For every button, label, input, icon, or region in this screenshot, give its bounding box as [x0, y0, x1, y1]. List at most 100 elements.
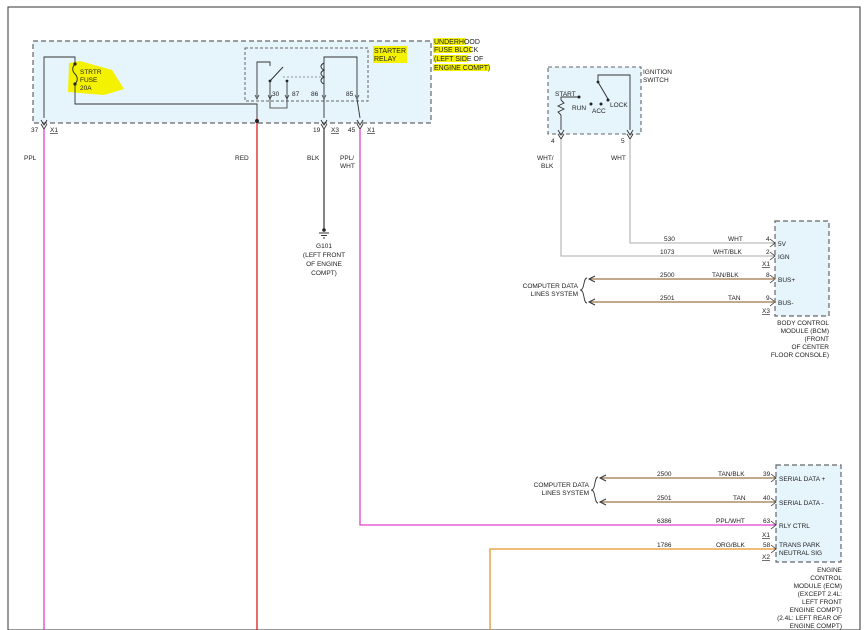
ecm-title-4: (EXCEPT 2.4L: — [798, 591, 843, 598]
pin-45: 45 — [348, 127, 356, 134]
fuse-label-1: STRTR — [80, 69, 102, 76]
ign-run: RUN — [572, 105, 586, 112]
relay-jumper — [269, 97, 288, 109]
ign-start: START — [555, 91, 576, 98]
wire-wht — [629, 139, 765, 244]
bcm-data-lines-2: LINES SYSTEM — [531, 291, 578, 298]
ign-contact-start — [577, 95, 581, 99]
bcm-pin-9: 9 — [766, 295, 770, 302]
wire-label-ppl: PPL — [24, 155, 37, 162]
bcm-title-5: FLOOR CONSOLE) — [771, 352, 829, 359]
relay-contact — [269, 66, 284, 82]
relay-pin-85: 85 — [346, 91, 354, 98]
ecm-signal-serial-minus: SERIAL DATA - — [779, 500, 824, 507]
relay-label-2: RELAY — [374, 56, 397, 63]
highlight — [433, 38, 466, 45]
ignition-title-1: IGNITION — [643, 69, 672, 76]
pin-37: 37 — [31, 127, 39, 134]
fuse-terminal — [73, 62, 77, 66]
relay-coil — [320, 62, 326, 85]
bcm-pin-2: 2 — [766, 249, 770, 256]
relay-pin-30: 30 — [272, 91, 280, 98]
splice-dot — [255, 119, 259, 123]
ecm-data-lines-2: LINES SYSTEM — [542, 490, 589, 497]
ecm-circuit-1786: 1786 — [657, 542, 672, 549]
bcm-circuit-2501: 2501 — [660, 295, 675, 302]
ecm-circuit-6386: 6386 — [657, 518, 672, 525]
wire-label-blk: BLK — [307, 155, 320, 162]
fuse-block-connectors — [40, 119, 364, 130]
ecm-circuit-2500: 2500 — [657, 471, 672, 478]
ecm-pin-39: 39 — [763, 471, 771, 478]
relay-85-wire — [356, 98, 361, 119]
ign-wire-wht: WHT — [611, 155, 626, 162]
fuse-element — [72, 63, 78, 85]
relay-pin-87: 87 — [292, 91, 300, 98]
ecm-title-7: (2.4L: LEFT REAR OF — [777, 615, 842, 622]
ecm-title-1: ENGINE — [817, 567, 843, 574]
ign-pin-5: 5 — [621, 138, 625, 145]
ecm-color-tan: TAN — [733, 495, 746, 502]
brace-icon — [579, 277, 588, 304]
arrow-icon — [598, 498, 607, 506]
ecm-pin-40: 40 — [763, 495, 771, 502]
ground-label-1: G101 — [316, 243, 332, 250]
ecm-signal-serial-plus: SERIAL DATA + — [779, 476, 826, 483]
ground-label-4: COMPT) — [311, 270, 337, 277]
ign-wire-whtblk-1: WHT/ — [537, 155, 554, 162]
ign-contact-lock — [606, 98, 610, 102]
bcm-circuit-530: 530 — [664, 236, 675, 243]
fuse-wire-out — [74, 84, 258, 118]
bcm-title-2: MODULE (BCM) — [781, 328, 829, 335]
ecm-circuit-2501: 2501 — [657, 495, 672, 502]
bcm-title-1: BODY CONTROL — [777, 320, 829, 327]
ground-icon — [319, 228, 329, 239]
brace-icon — [590, 476, 599, 504]
bcm-conn-x3: X3 — [762, 308, 770, 315]
ecm-title-2: CONTROL — [810, 575, 842, 582]
ecm-signal-rly-ctrl: RLY CTRL — [779, 523, 810, 530]
bcm-circuit-1073: 1073 — [660, 249, 675, 256]
ign-wire — [597, 74, 631, 130]
starter-relay — [244, 47, 369, 102]
bcm-signal-5v: 5V — [778, 241, 787, 248]
ecm-connectors — [770, 473, 777, 554]
fuse-label-3: 20A — [80, 85, 92, 92]
ground-label-3: OF ENGINE — [306, 261, 342, 268]
highlight — [433, 55, 467, 62]
ecm-title-3: MODULE (ECM) — [794, 583, 842, 590]
fuse-terminal — [73, 82, 77, 86]
fuse-label-2: FUSE — [80, 77, 98, 84]
highlight — [433, 64, 489, 71]
ign-wire — [560, 96, 579, 100]
ecm-signal-trans-park: TRANS PARK — [779, 542, 821, 549]
wire-label-ppl-wht-1: PPL/ — [340, 155, 354, 162]
relay-label-1: STARTER — [374, 48, 406, 55]
ecm-color-pplwht: PPL/WHT — [716, 518, 745, 525]
bcm-pin-8: 8 — [766, 272, 770, 279]
conn-x3: X3 — [331, 127, 339, 134]
fuse-block-title-1: UNDERHOOD — [434, 39, 480, 46]
conn-x1: X1 — [50, 127, 58, 134]
bcm-conn-x1: X1 — [762, 261, 770, 268]
ecm-conn-x1: X1 — [762, 532, 770, 539]
bcm-pin-4: 4 — [766, 236, 770, 243]
fuse-wire-in — [43, 56, 76, 118]
bcm-title-3: (FRONT — [804, 336, 829, 343]
bcm-circuit-2500: 2500 — [660, 272, 675, 279]
bcm-color-wht: WHT — [728, 236, 743, 243]
pin-19: 19 — [313, 127, 321, 134]
ground-label-2: (LEFT FRONT — [303, 252, 345, 259]
ecm-signal-neutral: NEUTRAL SIG — [779, 550, 822, 557]
ign-contact-run — [589, 102, 593, 106]
bcm-title-4: OF CENTER — [791, 344, 829, 351]
bcm-connectors — [769, 238, 776, 307]
arrow-icon — [587, 275, 596, 283]
bcm-signal-busm: BUS- — [778, 300, 794, 307]
bcm-color-tan: TAN — [728, 295, 741, 302]
ign-lock: LOCK — [610, 102, 628, 109]
highlight — [433, 46, 471, 53]
arrow-icon — [598, 474, 607, 482]
ign-pivot — [596, 80, 600, 84]
